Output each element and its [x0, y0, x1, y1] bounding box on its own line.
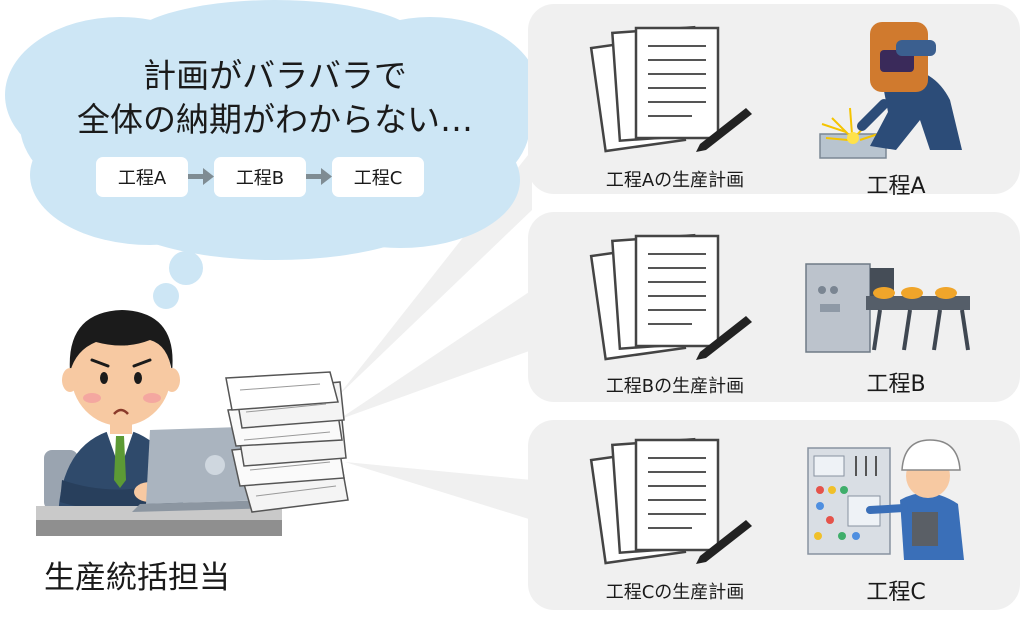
- thought-line-1: 計画がバラバラで: [143, 56, 407, 95]
- document-pen-icon: [589, 25, 752, 153]
- process-label-a: 工程A: [866, 174, 926, 199]
- document-pen-icon: [589, 233, 752, 361]
- manager-label: 生産統括担当: [44, 560, 230, 596]
- step-box-c: 工程C: [332, 157, 424, 197]
- thought-line-2: 全体の納期がわからない…: [77, 100, 473, 139]
- step-box-b: 工程B: [214, 157, 306, 197]
- conveyor-machine-icon: [805, 263, 970, 353]
- step-box-a: 工程A: [96, 157, 188, 197]
- document-pen-icon: [589, 437, 752, 565]
- plan-label-a: 工程Aの生産計画: [605, 170, 745, 191]
- welder-icon: [819, 22, 962, 159]
- step-arrows: [187, 168, 332, 185]
- control-panel-worker-icon: [807, 439, 964, 560]
- process-label-c: 工程C: [866, 580, 926, 605]
- plan-label-c: 工程Cの生産計画: [605, 582, 745, 603]
- process-label-b: 工程B: [866, 372, 926, 397]
- paper-stack-illustration: [225, 371, 349, 513]
- plan-label-b: 工程Bの生産計画: [605, 376, 745, 397]
